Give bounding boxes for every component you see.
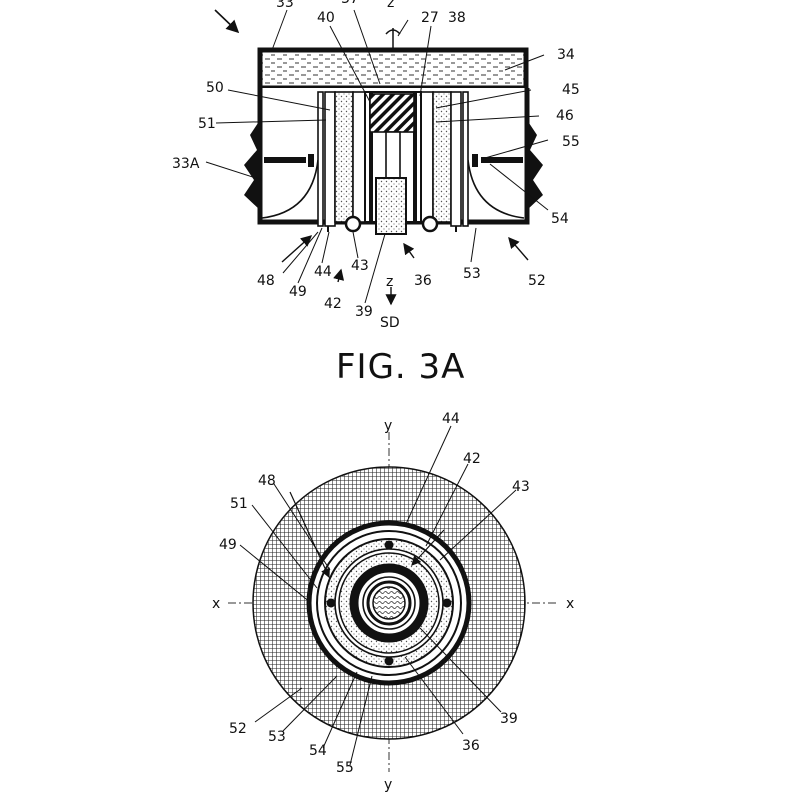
label-55: 55 — [562, 134, 580, 150]
label-55-3b: 55 — [336, 760, 354, 776]
nozzle-39 — [375, 177, 407, 235]
label-50: 50 — [206, 80, 224, 96]
label-43: 43 — [351, 258, 369, 274]
label-51-3b: 51 — [230, 496, 248, 512]
ring-43-right — [421, 215, 439, 233]
label-34: 34 — [557, 47, 575, 63]
leader-lines-3b — [239, 425, 517, 766]
label-52: 52 — [528, 273, 546, 289]
wall-50-right — [450, 91, 462, 227]
antenna-27 — [385, 28, 401, 48]
label-x-right: x — [566, 596, 574, 612]
label-sd: SD — [380, 315, 400, 331]
hole-dot-right — [442, 598, 452, 608]
label-45: 45 — [562, 82, 580, 98]
deflector-arc-right — [467, 159, 525, 219]
label-42-3b: 42 — [463, 451, 481, 467]
label-49: 49 — [289, 284, 307, 300]
arrow-52 — [508, 236, 529, 261]
label-53: 53 — [463, 266, 481, 282]
reservoir-34 — [257, 47, 529, 91]
figure-ref-arrow — [214, 9, 240, 34]
hatched-block-37 — [369, 93, 415, 133]
flange-33a-right — [527, 120, 543, 210]
figure-3a: 33 37 z 27 40 38 34 50 45 51 46 55 33A 5… — [172, 0, 580, 387]
electrode-55-left — [264, 157, 306, 163]
label-36: 36 — [414, 273, 432, 289]
label-39-3b: 39 — [500, 711, 518, 727]
wall-46-left — [352, 91, 366, 223]
arrow-48-3b — [289, 491, 330, 579]
channel-inner-left — [369, 92, 373, 222]
tick-44-right — [455, 226, 457, 232]
label-51: 51 — [198, 116, 216, 132]
label-49-3b: 49 — [219, 537, 237, 553]
label-38: 38 — [448, 10, 466, 26]
deflector-arc-left — [261, 159, 319, 219]
wall-50-left — [324, 91, 336, 227]
hole-dot-bottom — [384, 656, 394, 666]
label-27: 27 — [421, 10, 439, 26]
wall-49-left — [317, 91, 324, 227]
center-39 — [372, 586, 406, 620]
hole-dot-left — [326, 598, 336, 608]
label-33: 33 — [276, 0, 294, 11]
label-y-bottom: y — [384, 777, 392, 793]
label-37: 37 — [341, 0, 359, 7]
label-z-top: z — [387, 0, 394, 11]
label-52-3b: 52 — [229, 721, 247, 737]
dotted-zone-right — [432, 91, 452, 223]
electrode-54-right — [472, 154, 478, 167]
label-54: 54 — [551, 211, 569, 227]
caption-fig-3a: FIG. 3A — [336, 347, 465, 387]
label-43-3b: 43 — [512, 479, 530, 495]
label-x-left: x — [212, 596, 220, 612]
arrow-36 — [403, 242, 415, 259]
flange-33a-left — [244, 120, 260, 210]
electrode-54-left — [308, 154, 314, 167]
label-44-3b: 44 — [442, 411, 460, 427]
tick-44-left — [327, 226, 329, 232]
label-46: 46 — [556, 108, 574, 124]
label-48: 48 — [257, 273, 275, 289]
label-42: 42 — [324, 296, 342, 312]
wall-46-right — [420, 91, 434, 223]
label-48-3b: 48 — [258, 473, 276, 489]
label-33a: 33A — [172, 156, 200, 172]
label-y-top: y — [384, 418, 392, 434]
figure-3b: y 44 42 48 43 51 49 x x 52 53 54 55 36 3… — [212, 411, 574, 793]
label-z-bottom: z — [386, 274, 393, 290]
ring-43-left — [344, 215, 362, 233]
label-36-3b: 36 — [462, 738, 480, 754]
arrow-42 — [333, 268, 345, 283]
arrow-48 — [281, 235, 313, 263]
arrow-42-3b — [411, 529, 445, 566]
wall-49-right — [462, 91, 469, 227]
channel-inner-right — [413, 92, 417, 222]
label-54-3b: 54 — [309, 743, 327, 759]
electrode-55-right — [481, 157, 523, 163]
label-40: 40 — [317, 10, 335, 26]
label-53-3b: 53 — [268, 729, 286, 745]
label-39: 39 — [355, 304, 373, 320]
hole-dot-top — [384, 540, 394, 550]
stem-40 — [385, 131, 401, 179]
leader-lines-3a — [205, 9, 549, 304]
label-44: 44 — [314, 264, 332, 280]
dotted-zone-left — [334, 91, 354, 223]
